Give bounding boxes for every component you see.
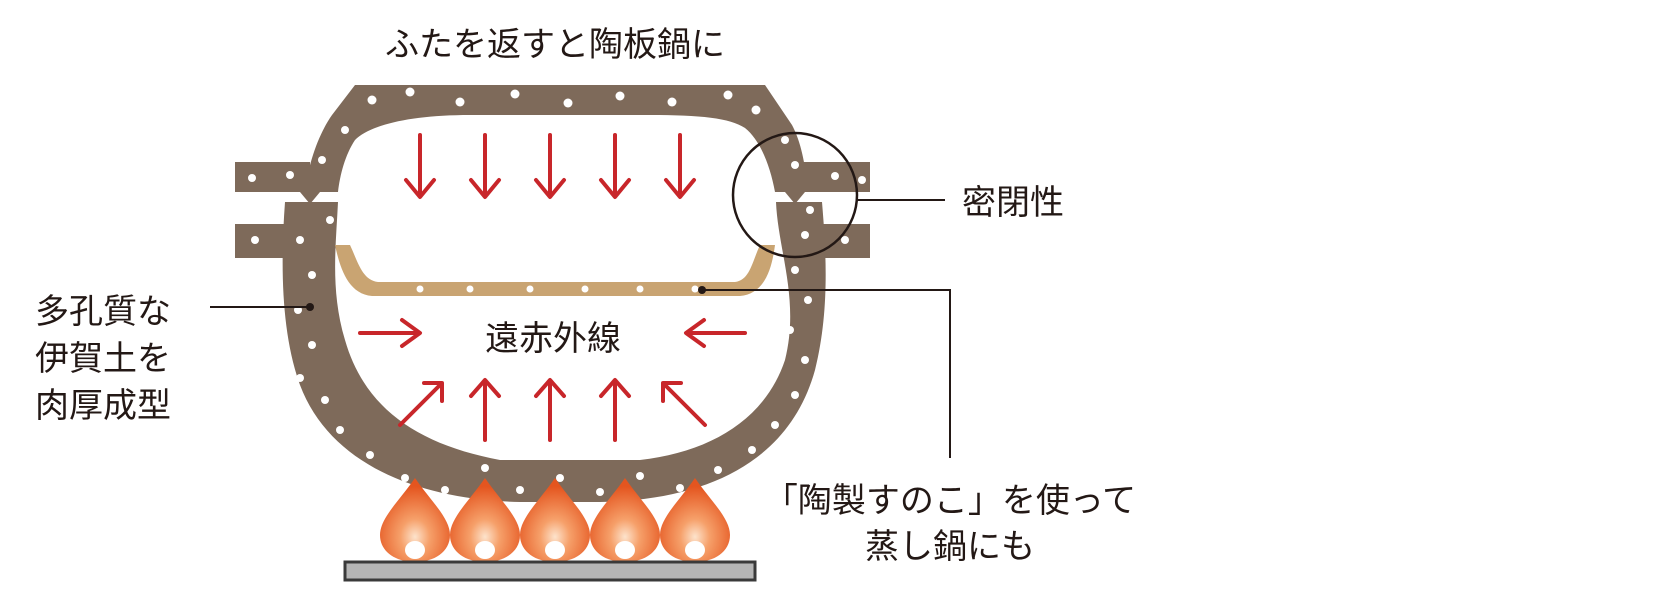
down-arrow [534, 133, 566, 199]
porous-dots [248, 87, 866, 496]
clay-label-line3: 肉厚成型 [35, 386, 171, 426]
flame [380, 478, 450, 562]
down-arrow [599, 133, 631, 199]
leader-lines [210, 199, 951, 458]
diag-up-right-arrow [398, 381, 444, 427]
seal-highlight-circle [731, 131, 859, 259]
top-caption: ふたを返すと陶板鍋に [385, 25, 725, 65]
flame [450, 478, 520, 562]
right-arrow [358, 318, 422, 348]
up-arrow [599, 378, 631, 442]
steamer-label-line2: 蒸し鍋にも [865, 527, 1035, 567]
steamer-leader-dot [698, 286, 706, 294]
lid-handle-right [790, 162, 870, 192]
down-arrow [664, 133, 696, 199]
heat-arrows [358, 133, 747, 442]
lid-notch-right [785, 192, 805, 204]
flame [590, 478, 660, 562]
left-arrow [684, 318, 747, 348]
down-arrow [469, 133, 501, 199]
pot-lid [305, 85, 808, 192]
steamer-label-line1: 「陶製すのこ」を使って [764, 481, 1136, 521]
lid-notch-left [300, 192, 320, 204]
flame [520, 478, 590, 562]
body-handle-left [235, 224, 310, 258]
clay-label-line2: 伊賀土を [35, 339, 171, 379]
lid-handle-left [235, 162, 310, 192]
steamer-plate-dots [416, 285, 699, 293]
down-arrow [404, 133, 436, 199]
steamer-plate [335, 245, 775, 296]
pot-wall [235, 85, 870, 502]
up-arrow [469, 378, 501, 442]
burner-plate [343, 560, 757, 582]
flame [660, 478, 730, 562]
flames [380, 478, 730, 562]
clay-leader-dot [306, 303, 314, 311]
seal-label: 密閉性 [962, 183, 1064, 223]
clay-label-line1: 多孔質な [35, 292, 171, 332]
far-infrared-label: 遠赤外線 [485, 319, 621, 359]
diag-up-left-arrow [661, 381, 707, 427]
body-handle-right [790, 224, 870, 258]
steamer-leader-line [702, 289, 951, 458]
up-arrow [534, 378, 566, 442]
